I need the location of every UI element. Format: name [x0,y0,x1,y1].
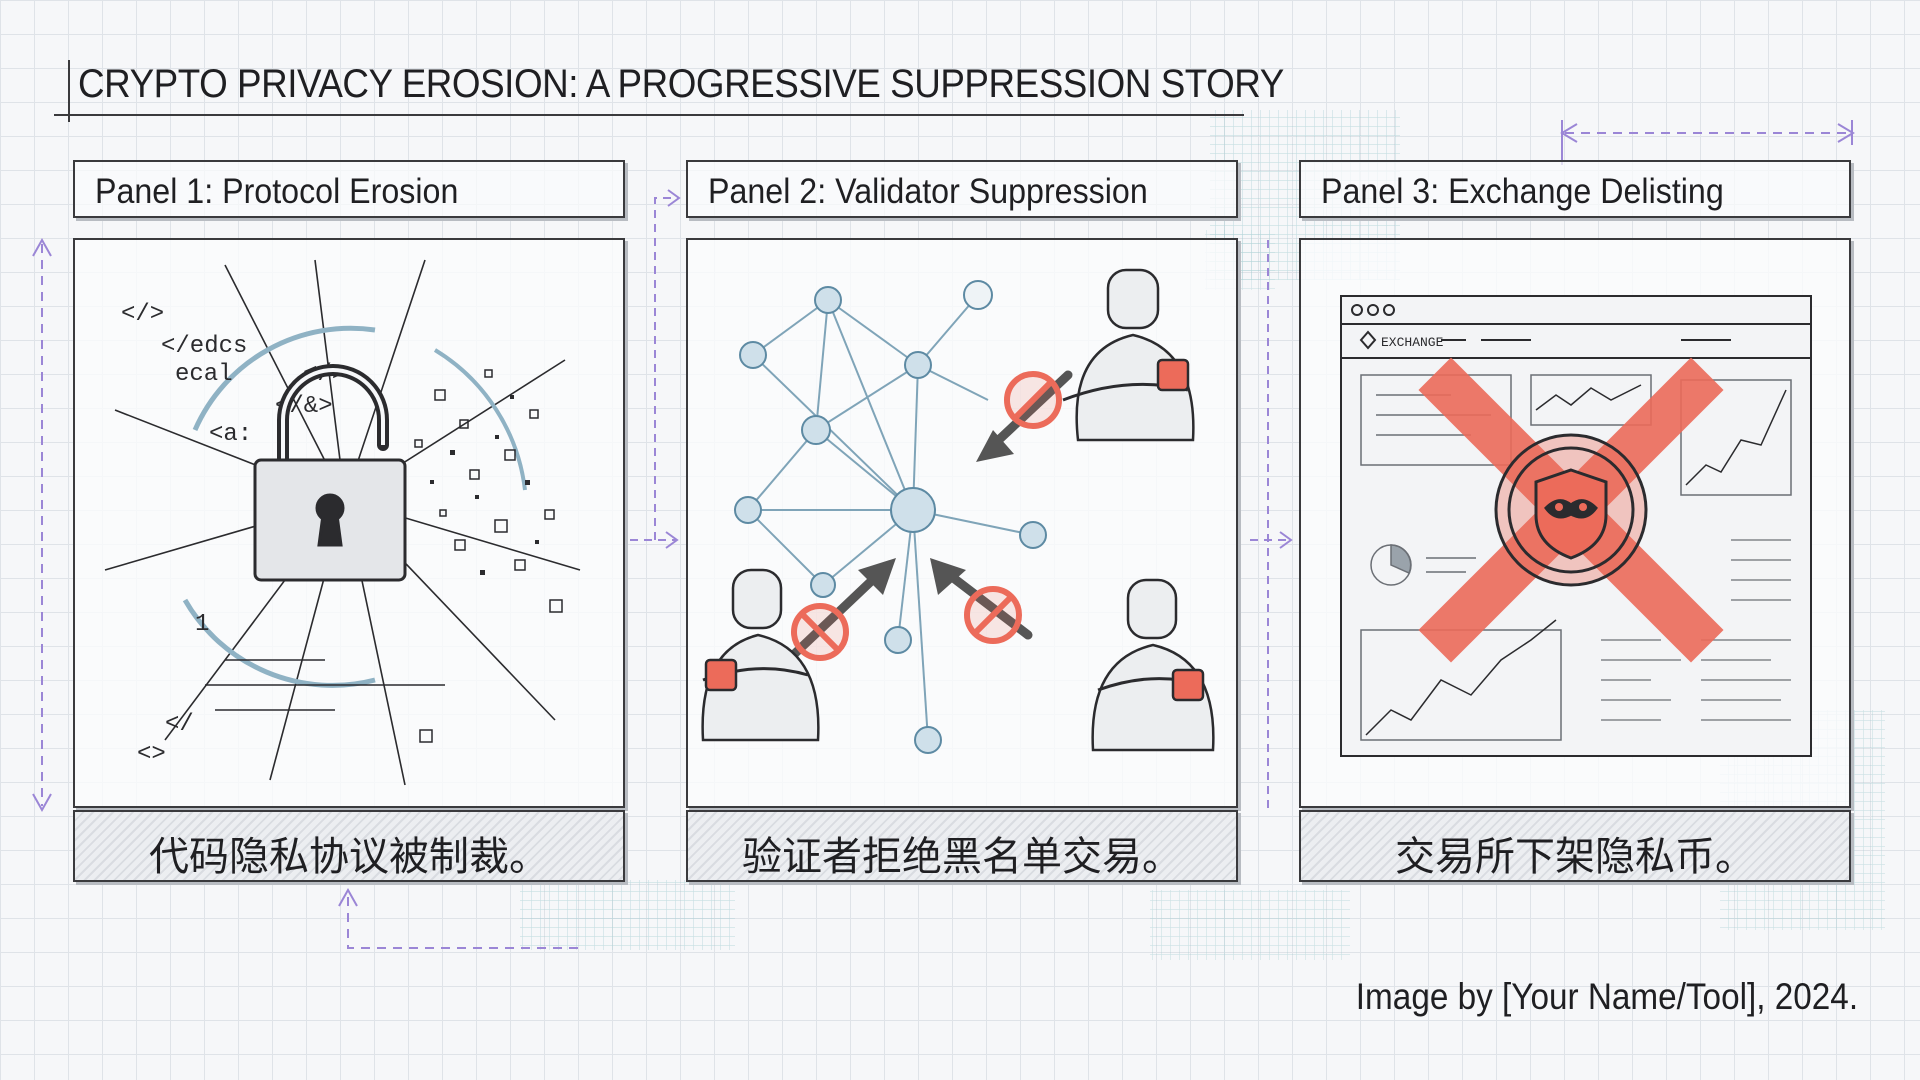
debris-square [419,729,433,743]
debris-square [549,599,563,613]
debris-square [514,559,526,571]
code-fragment: ecal [175,361,233,388]
teal-grid-patch [520,880,735,950]
network-node [914,726,942,754]
network-node [739,341,767,369]
debris-square [484,369,493,378]
validator-figure-bottom-right [1091,578,1215,752]
debris-square [529,409,539,419]
title-rule-horizontal [54,114,1244,116]
code-fragment: </edcs [161,333,247,360]
debris-square [439,509,447,517]
purple-arrowheads [32,123,1855,907]
debris-square [414,439,423,448]
code-fragment: </ [165,711,194,738]
debris-square [454,539,466,551]
debris-square [434,389,446,401]
panel-2-caption-text: 验证者拒绝黑名单交易。 [742,835,1182,879]
panel-3-body: EXCHANGE [1299,238,1851,808]
purple-dashed-guides [41,120,1853,949]
window-dot [1383,304,1395,316]
broken-ring [433,348,527,491]
code-fragment: </> [121,301,164,328]
panel-2-header-text: Panel 2: Validator Suppression [708,172,1148,211]
panel-3-caption: 交易所下架隐私币。 [1299,810,1851,882]
line-chart [1685,389,1787,486]
page-title: CRYPTO PRIVACY EROSION: A PROGRESSIVE SU… [78,62,1284,106]
debris-square [544,509,555,520]
window-dot [1351,304,1363,316]
network-node [890,487,936,533]
code-fragment: <> [137,741,166,768]
validator-figure-top-right [1062,268,1195,442]
connector-arrows [630,197,1290,810]
panel-1-header-text: Panel 1: Protocol Erosion [95,172,459,211]
code-fragment: <a: [209,421,252,448]
validator-figure-bottom-left [701,568,820,742]
privacy-coin-shield-icon [1494,433,1648,587]
network-node [814,286,842,314]
network-node [904,351,932,379]
exchange-delisting-illustration: EXCHANGE [1340,295,1812,757]
debris-square [459,419,469,429]
network-node [1019,521,1047,549]
network-node [801,415,831,445]
network-node [963,280,993,310]
network-node [734,496,762,524]
area-chart [1365,619,1557,736]
teal-grid-patch [1150,890,1350,960]
title-rule-vertical [68,60,70,122]
broken-ring [192,325,376,432]
debris-square [494,519,508,533]
panel-1-caption: 代码隐私协议被制裁。 [73,810,625,882]
debris-square [504,449,516,461]
exchange-label: EXCHANGE [1381,335,1444,350]
title-block: CRYPTO PRIVACY EROSION: A PROGRESSIVE SU… [54,56,1284,122]
image-credit: Image by [Your Name/Tool], 2024. [1355,976,1858,1017]
panel-2-caption: 验证者拒绝黑名单交易。 [686,810,1238,882]
validator-suppression-illustration [701,268,1215,754]
window-dot [1367,304,1379,316]
network-node [810,572,836,598]
panel-3-header-text: Panel 3: Exchange Delisting [1321,172,1724,211]
panel-2-body [686,238,1238,808]
connector-arrowheads [665,189,1293,549]
broken-ring [182,598,376,688]
panel-1-caption-text: 代码隐私协议被制裁。 [149,835,549,879]
broken-padlock-icon [253,364,407,582]
panel-2-header: Panel 2: Validator Suppression [686,160,1238,218]
protocol-erosion-illustration: </> </edcs ecal </> </&> <a: 1 </ <> [104,259,581,786]
code-fragment: 1 [195,611,209,638]
panel-3-caption-text: 交易所下架隐私币。 [1395,835,1755,879]
debris-square [469,469,480,480]
panel-1-header: Panel 1: Protocol Erosion [73,160,625,218]
panel-1-body: </> </edcs ecal </> </&> <a: 1 </ <> [73,238,625,808]
blocked-arrow [938,565,1033,640]
network-node [884,626,912,654]
panel-3-header: Panel 3: Exchange Delisting [1299,160,1851,218]
